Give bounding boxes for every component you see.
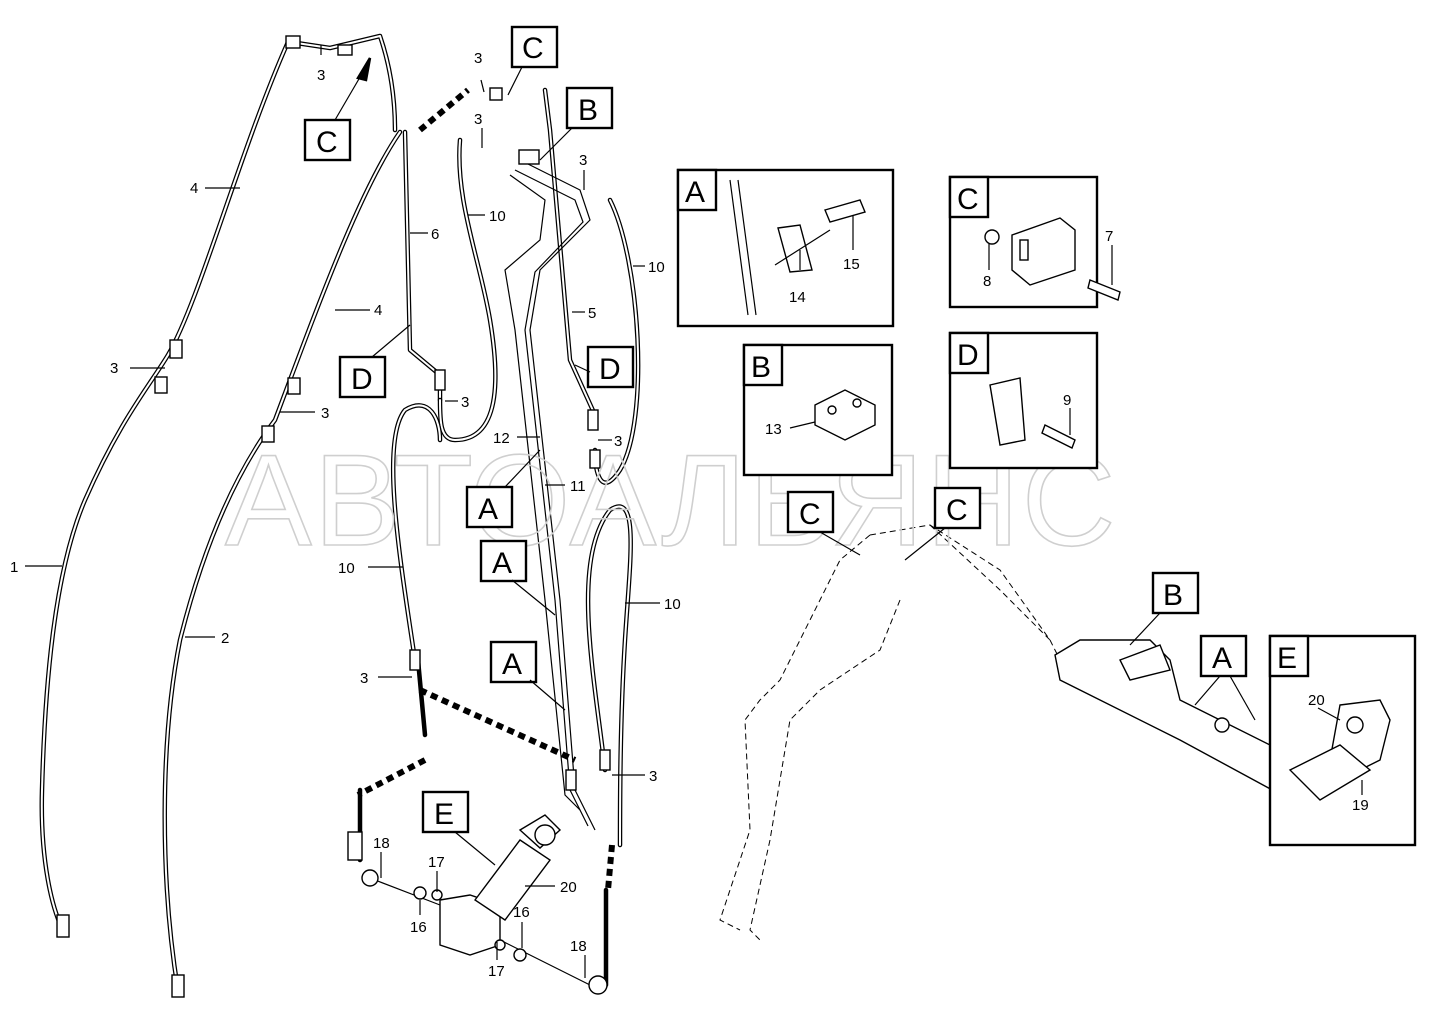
hydraulic-cylinder	[361, 814, 608, 995]
part-8: 8	[983, 273, 991, 290]
part-5: 5	[588, 305, 596, 322]
svg-text:A: A	[1212, 642, 1232, 675]
part-labels: 3 3 3 3 3 3 3 3 3 3 4 4 1 2 6 10 10	[10, 45, 1369, 980]
svg-text:C: C	[316, 126, 338, 159]
part-3: 3	[461, 394, 469, 411]
callout-a-boom: A	[1194, 634, 1256, 721]
part-10: 10	[489, 208, 506, 225]
callout-c-top: C	[507, 25, 559, 96]
part-3: 3	[317, 67, 325, 84]
detail-view-c-label: C	[957, 183, 979, 216]
callout-e-cylinder: E	[421, 790, 496, 866]
detail-view-b-label: B	[751, 351, 771, 384]
part-11: 11	[570, 478, 586, 495]
part-10: 10	[338, 560, 355, 577]
callout-a-1: A	[465, 449, 541, 529]
svg-text:D: D	[351, 363, 373, 396]
part-13: 13	[765, 421, 782, 438]
part-3: 3	[110, 360, 118, 377]
part-3: 3	[360, 670, 368, 687]
part-19: 19	[1352, 797, 1369, 814]
part-3: 3	[614, 433, 622, 450]
callout-c-boom-1: C	[786, 490, 861, 556]
part-3: 3	[579, 152, 587, 169]
detail-view-e: E	[1268, 634, 1417, 847]
part-1: 1	[10, 559, 18, 576]
part-20: 20	[560, 879, 577, 896]
part-10: 10	[648, 259, 665, 276]
svg-text:D: D	[599, 353, 621, 386]
callout-a-3: A	[489, 640, 566, 711]
hose-assembly	[39, 33, 641, 998]
part-17: 17	[488, 963, 505, 980]
callout-b-top: B	[539, 86, 614, 161]
detail-view-c: C	[948, 175, 1121, 309]
part-16: 16	[410, 919, 427, 936]
part-9: 9	[1063, 392, 1071, 409]
part-10: 10	[664, 596, 681, 613]
part-3: 3	[474, 50, 482, 67]
part-18: 18	[570, 938, 587, 955]
part-6: 6	[431, 226, 439, 243]
part-2: 2	[221, 630, 229, 647]
boom-arm	[719, 524, 1331, 941]
part-12: 12	[493, 430, 510, 447]
svg-text:C: C	[946, 494, 968, 527]
svg-text:C: C	[522, 32, 544, 65]
svg-text:E: E	[434, 798, 454, 831]
callout-c-top-left: C	[303, 57, 372, 162]
svg-text:B: B	[1163, 579, 1183, 612]
svg-text:B: B	[578, 94, 598, 127]
part-4: 4	[374, 302, 382, 319]
part-17: 17	[428, 854, 445, 871]
part-16: 16	[513, 904, 530, 921]
svg-text:A: A	[502, 648, 522, 681]
svg-text:C: C	[799, 498, 821, 531]
callout-c-boom-2: C	[904, 486, 982, 561]
part-7: 7	[1105, 228, 1113, 245]
part-14: 14	[789, 289, 806, 306]
part-3: 3	[649, 768, 657, 785]
svg-text:A: A	[478, 493, 498, 526]
callout-d-left: D	[338, 324, 411, 399]
callout-b-boom: B	[1129, 571, 1200, 646]
callout-a-2: A	[479, 539, 556, 616]
part-20: 20	[1308, 692, 1325, 709]
detail-view-b: B	[742, 343, 894, 477]
detail-view-d: D	[948, 331, 1099, 470]
part-3: 3	[321, 405, 329, 422]
detail-view-e-label: E	[1277, 642, 1297, 675]
callout-d-right: D	[574, 345, 635, 389]
detail-view-d-label: D	[957, 339, 979, 372]
svg-text:A: A	[492, 547, 512, 580]
part-15: 15	[843, 256, 860, 273]
part-3: 3	[474, 111, 482, 128]
detail-view-a: A	[676, 168, 895, 328]
detail-view-a-label: A	[685, 176, 705, 209]
part-18: 18	[373, 835, 390, 852]
part-4: 4	[190, 180, 198, 197]
